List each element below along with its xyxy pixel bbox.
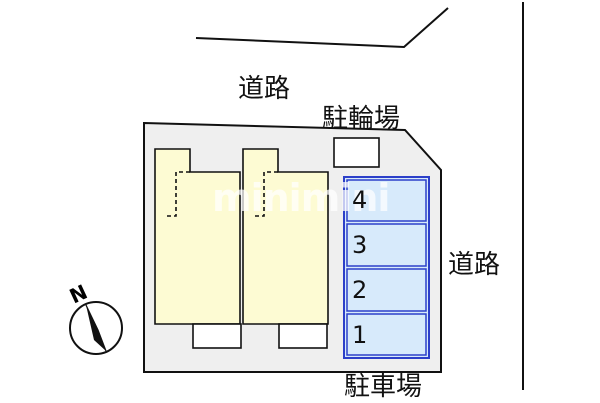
building-unit-1 [154, 148, 241, 325]
compass-icon [69, 301, 123, 355]
building-unit-1-porch [192, 323, 242, 349]
road-label-top: 道路 [238, 74, 291, 104]
parking-slot-number: 4 [352, 186, 368, 214]
bicycle-parking-label: 駐輪場 [322, 104, 401, 134]
watermark-text: minimini [212, 176, 390, 220]
road-label-right: 道路 [448, 250, 501, 280]
parking-slot-1 [346, 313, 427, 356]
parking-slot-number: 2 [352, 276, 368, 304]
building-unit-1-dashed-line [166, 171, 190, 217]
parking-slot-3 [346, 223, 427, 267]
parking-slot-number: 3 [352, 231, 368, 259]
building-unit-2-porch [278, 323, 328, 349]
car-parking-label: 駐車場 [344, 372, 423, 402]
bicycle-parking-area [333, 137, 380, 168]
parking-slot-number: 1 [352, 321, 368, 349]
building-unit-2 [242, 148, 329, 325]
building-unit-2-dashed-line [254, 171, 278, 217]
parking-slot-2 [346, 268, 427, 312]
road-boundary-top [195, 7, 449, 49]
parking-slot-4 [346, 179, 427, 222]
